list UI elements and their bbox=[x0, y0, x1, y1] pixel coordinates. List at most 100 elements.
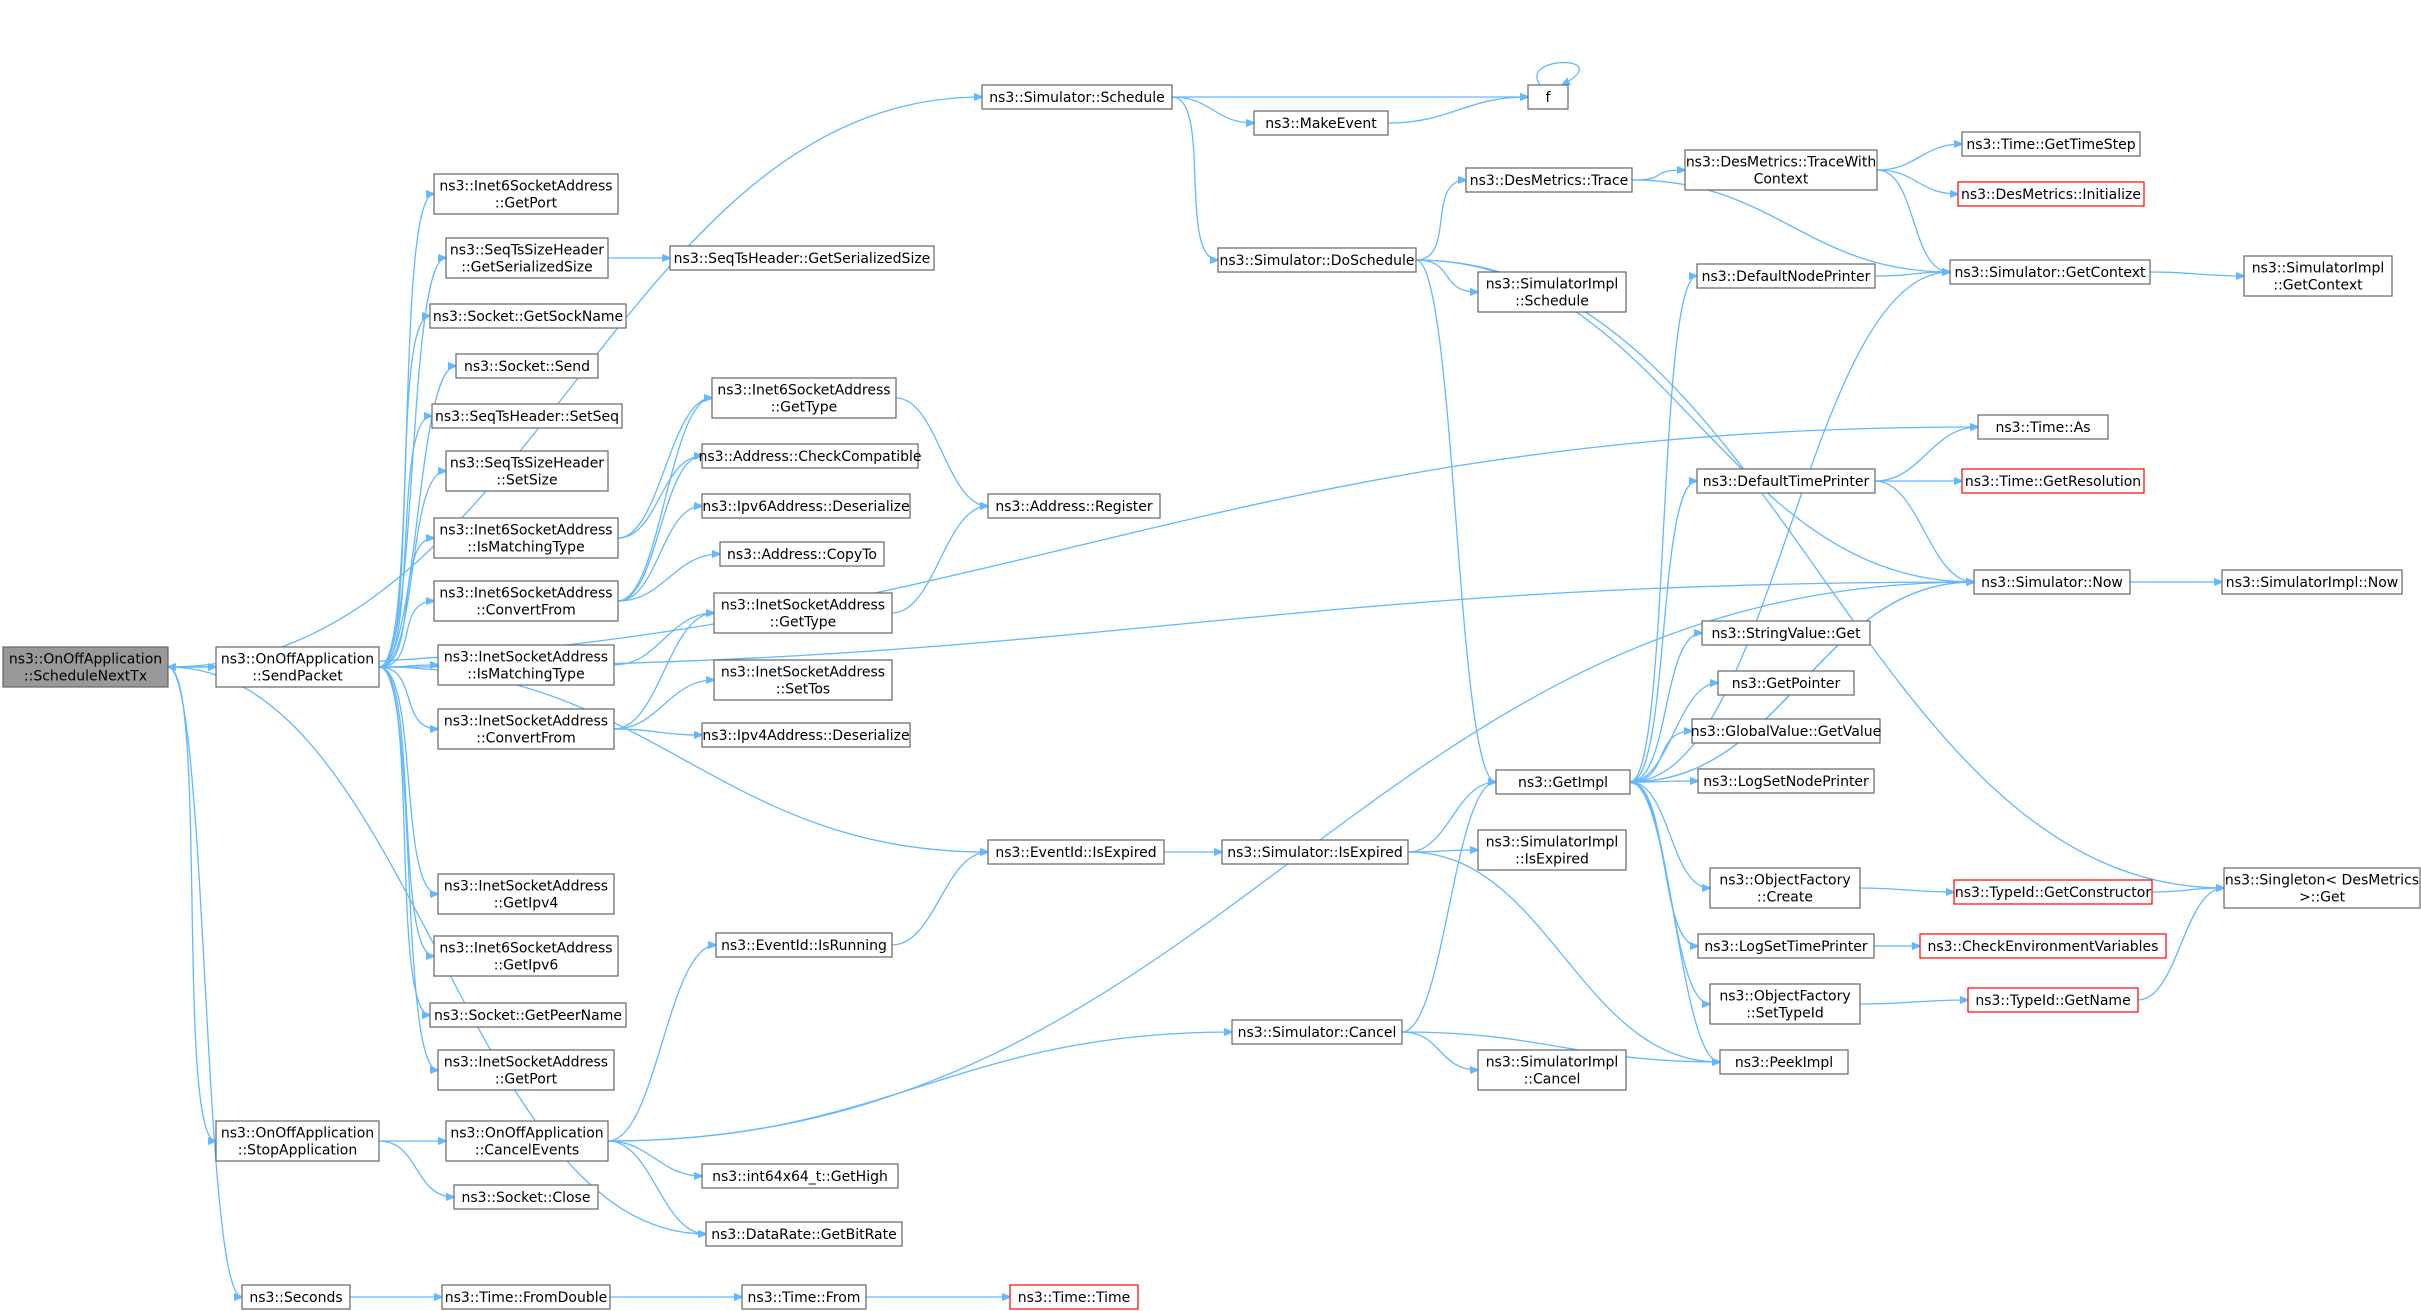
node-implSchedule[interactable]: ns3::SimulatorImpl::Schedule bbox=[1477, 271, 1627, 313]
node-iMatch[interactable]: ns3::InetSocketAddress::IsMatchingType bbox=[437, 644, 615, 686]
node-logTime[interactable]: ns3::LogSetTimePrinter bbox=[1697, 933, 1875, 959]
node-copyTo[interactable]: ns3::Address::CopyTo bbox=[719, 541, 885, 567]
node-iConv[interactable]: ns3::InetSocketAddress::ConvertFrom bbox=[437, 708, 615, 750]
node-label: ns3::Simulator::GetContext bbox=[1954, 265, 2146, 281]
node-peekImpl[interactable]: ns3::PeekImpl bbox=[1719, 1049, 1849, 1075]
node-i6GetType[interactable]: ns3::Inet6SocketAddress::GetType bbox=[711, 377, 897, 419]
node-send[interactable]: ns3::OnOffApplication::SendPacket bbox=[215, 646, 380, 688]
node-desInit[interactable]: ns3::DesMetrics::Initialize bbox=[1957, 181, 2145, 207]
node-ipv6Deser[interactable]: ns3::Ipv6Address::Deserialize bbox=[701, 493, 911, 519]
node-implGetContext[interactable]: ns3::SimulatorImpl::GetContext bbox=[2243, 255, 2393, 297]
edge-defTimePrinter-to-now bbox=[1874, 480, 1974, 582]
node-gvGetValue[interactable]: ns3::GlobalValue::GetValue bbox=[1691, 718, 1881, 744]
node-label: ns3::CheckEnvironmentVariables bbox=[1928, 939, 2159, 955]
node-getIpv6[interactable]: ns3::Inet6SocketAddress::GetIpv6 bbox=[433, 935, 619, 977]
node-sockName[interactable]: ns3::Socket::GetSockName bbox=[429, 303, 627, 329]
node-label: ns3::Simulator::Schedule bbox=[989, 90, 1165, 106]
node-layer: ns3::OnOffApplication::ScheduleNextTxns3… bbox=[2, 84, 2421, 1310]
node-checkCompat[interactable]: ns3::Address::CheckCompatible bbox=[699, 443, 922, 469]
node-box-singleton bbox=[2223, 867, 2421, 909]
node-seconds[interactable]: ns3::Seconds bbox=[241, 1284, 351, 1310]
node-stopapp[interactable]: ns3::OnOffApplication::StopApplication bbox=[215, 1120, 380, 1162]
node-getContext[interactable]: ns3::Simulator::GetContext bbox=[1949, 259, 2151, 285]
node-getHigh[interactable]: ns3::int64x64_t::GetHigh bbox=[701, 1163, 899, 1189]
node-label: ::GetType bbox=[770, 615, 837, 631]
edge-root-to-seconds bbox=[167, 666, 242, 1297]
node-sockClose[interactable]: ns3::Socket::Close bbox=[453, 1184, 599, 1210]
node-simIsExpired[interactable]: ns3::Simulator::IsExpired bbox=[1221, 839, 1409, 865]
node-makeevent[interactable]: ns3::MakeEvent bbox=[1253, 110, 1389, 136]
node-root[interactable]: ns3::OnOffApplication::ScheduleNextTx bbox=[2, 646, 169, 688]
node-label: ns3::Inet6SocketAddress bbox=[717, 383, 890, 399]
node-simCancel[interactable]: ns3::Simulator::Cancel bbox=[1231, 1019, 1403, 1045]
node-getRes[interactable]: ns3::Time::GetResolution bbox=[1961, 468, 2145, 494]
node-getImpl[interactable]: ns3::GetImpl bbox=[1495, 769, 1631, 795]
node-implIsExpired[interactable]: ns3::SimulatorImpl::IsExpired bbox=[1477, 829, 1627, 871]
node-box-cancelEvents bbox=[445, 1120, 609, 1162]
node-setSeq[interactable]: ns3::SeqTsHeader::SetSeq bbox=[431, 403, 623, 429]
node-timeFrom[interactable]: ns3::Time::From bbox=[741, 1284, 867, 1310]
node-doschedule[interactable]: ns3::Simulator::DoSchedule bbox=[1217, 247, 1417, 273]
node-logNode[interactable]: ns3::LogSetNodePrinter bbox=[1697, 768, 1875, 794]
node-seqTsSer[interactable]: ns3::SeqTsHeader::GetSerializedSize bbox=[669, 245, 935, 271]
node-setTos[interactable]: ns3::InetSocketAddress::SetTos bbox=[713, 659, 893, 701]
node-schedule[interactable]: ns3::Simulator::Schedule bbox=[981, 84, 1173, 110]
node-isRunning[interactable]: ns3::EventId::IsRunning bbox=[715, 932, 893, 958]
node-getPointer[interactable]: ns3::GetPointer bbox=[1717, 670, 1855, 696]
node-box-defNodePrinter bbox=[1696, 263, 1876, 289]
edge-getImpl-to-getContext bbox=[1629, 272, 1950, 783]
node-defNodePrinter[interactable]: ns3::DefaultNodePrinter bbox=[1696, 263, 1876, 289]
node-box-desTrace bbox=[1465, 167, 1633, 193]
node-ofCreate[interactable]: ns3::ObjectFactory::Create bbox=[1709, 867, 1861, 909]
edge-iConv-to-setTos bbox=[613, 680, 714, 730]
node-iGetPort[interactable]: ns3::InetSocketAddress::GetPort bbox=[437, 1049, 615, 1091]
node-cancelEvents[interactable]: ns3::OnOffApplication::CancelEvents bbox=[445, 1120, 609, 1162]
node-box-bitRate bbox=[705, 1221, 903, 1247]
node-getIpv4[interactable]: ns3::InetSocketAddress::GetIpv4 bbox=[437, 873, 615, 915]
node-setSize[interactable]: ns3::SeqTsSizeHeader::SetSize bbox=[445, 450, 609, 492]
node-box-implSchedule bbox=[1477, 271, 1627, 313]
node-defTimePrinter[interactable]: ns3::DefaultTimePrinter bbox=[1696, 468, 1876, 494]
node-bitRate[interactable]: ns3::DataRate::GetBitRate bbox=[705, 1221, 903, 1247]
node-i6Match[interactable]: ns3::Inet6SocketAddress::IsMatchingType bbox=[433, 517, 619, 559]
node-label: ns3::Time::From bbox=[748, 1290, 861, 1306]
node-isExpired[interactable]: ns3::EventId::IsExpired bbox=[987, 839, 1165, 865]
node-now[interactable]: ns3::Simulator::Now bbox=[1973, 569, 2131, 595]
node-peerName[interactable]: ns3::Socket::GetPeerName bbox=[429, 1002, 627, 1028]
edge-ofCreate-to-getCtor bbox=[1859, 887, 1954, 892]
node-desTrace[interactable]: ns3::DesMetrics::Trace bbox=[1465, 167, 1633, 193]
node-box-getImpl bbox=[1495, 769, 1631, 795]
node-checkEnv[interactable]: ns3::CheckEnvironmentVariables bbox=[1919, 933, 2167, 959]
node-implNow[interactable]: ns3::SimulatorImpl::Now bbox=[2221, 569, 2403, 595]
node-sockSend[interactable]: ns3::Socket::Send bbox=[455, 353, 599, 379]
node-implCancel[interactable]: ns3::SimulatorImpl::Cancel bbox=[1477, 1049, 1627, 1091]
node-label: ns3::Address::CheckCompatible bbox=[699, 449, 922, 465]
node-fromDouble[interactable]: ns3::Time::FromDouble bbox=[441, 1284, 611, 1310]
node-seqTsSize[interactable]: ns3::SeqTsSizeHeader::GetSerializedSize bbox=[445, 237, 609, 279]
node-ofSetType[interactable]: ns3::ObjectFactory::SetTypeId bbox=[1709, 983, 1861, 1025]
node-i6GetPort[interactable]: ns3::Inet6SocketAddress::GetPort bbox=[433, 173, 619, 215]
edge-desTraceCtx-to-timestep bbox=[1876, 144, 1962, 171]
node-box-timeAs bbox=[1977, 414, 2109, 440]
node-f[interactable]: f bbox=[1527, 84, 1569, 110]
node-label: ns3::OnOffApplication bbox=[9, 652, 162, 668]
node-i6Conv[interactable]: ns3::Inet6SocketAddress::ConvertFrom bbox=[433, 580, 619, 622]
node-box-schedule bbox=[981, 84, 1173, 110]
node-timestep[interactable]: ns3::Time::GetTimeStep bbox=[1961, 131, 2141, 157]
node-iGetType[interactable]: ns3::InetSocketAddress::GetType bbox=[713, 592, 893, 634]
edge-send-to-iConv bbox=[378, 666, 438, 729]
node-label: ns3::Address::Register bbox=[995, 499, 1153, 515]
node-strGet[interactable]: ns3::StringValue::Get bbox=[1701, 620, 1871, 646]
node-register[interactable]: ns3::Address::Register bbox=[987, 493, 1161, 519]
node-getCtor[interactable]: ns3::TypeId::GetConstructor bbox=[1953, 879, 2153, 905]
node-label: ::ScheduleNextTx bbox=[24, 669, 147, 685]
node-singleton[interactable]: ns3::Singleton< DesMetrics>::Get bbox=[2223, 867, 2421, 909]
node-label: ::SetTos bbox=[776, 682, 830, 698]
node-ipv4Deser[interactable]: ns3::Ipv4Address::Deserialize bbox=[701, 722, 911, 748]
edge-send-to-peerName bbox=[378, 666, 430, 1015]
node-getName[interactable]: ns3::TypeId::GetName bbox=[1967, 987, 2139, 1013]
node-timeTime[interactable]: ns3::Time::Time bbox=[1009, 1284, 1139, 1310]
node-box-timeFrom bbox=[741, 1284, 867, 1310]
node-timeAs[interactable]: ns3::Time::As bbox=[1977, 414, 2109, 440]
